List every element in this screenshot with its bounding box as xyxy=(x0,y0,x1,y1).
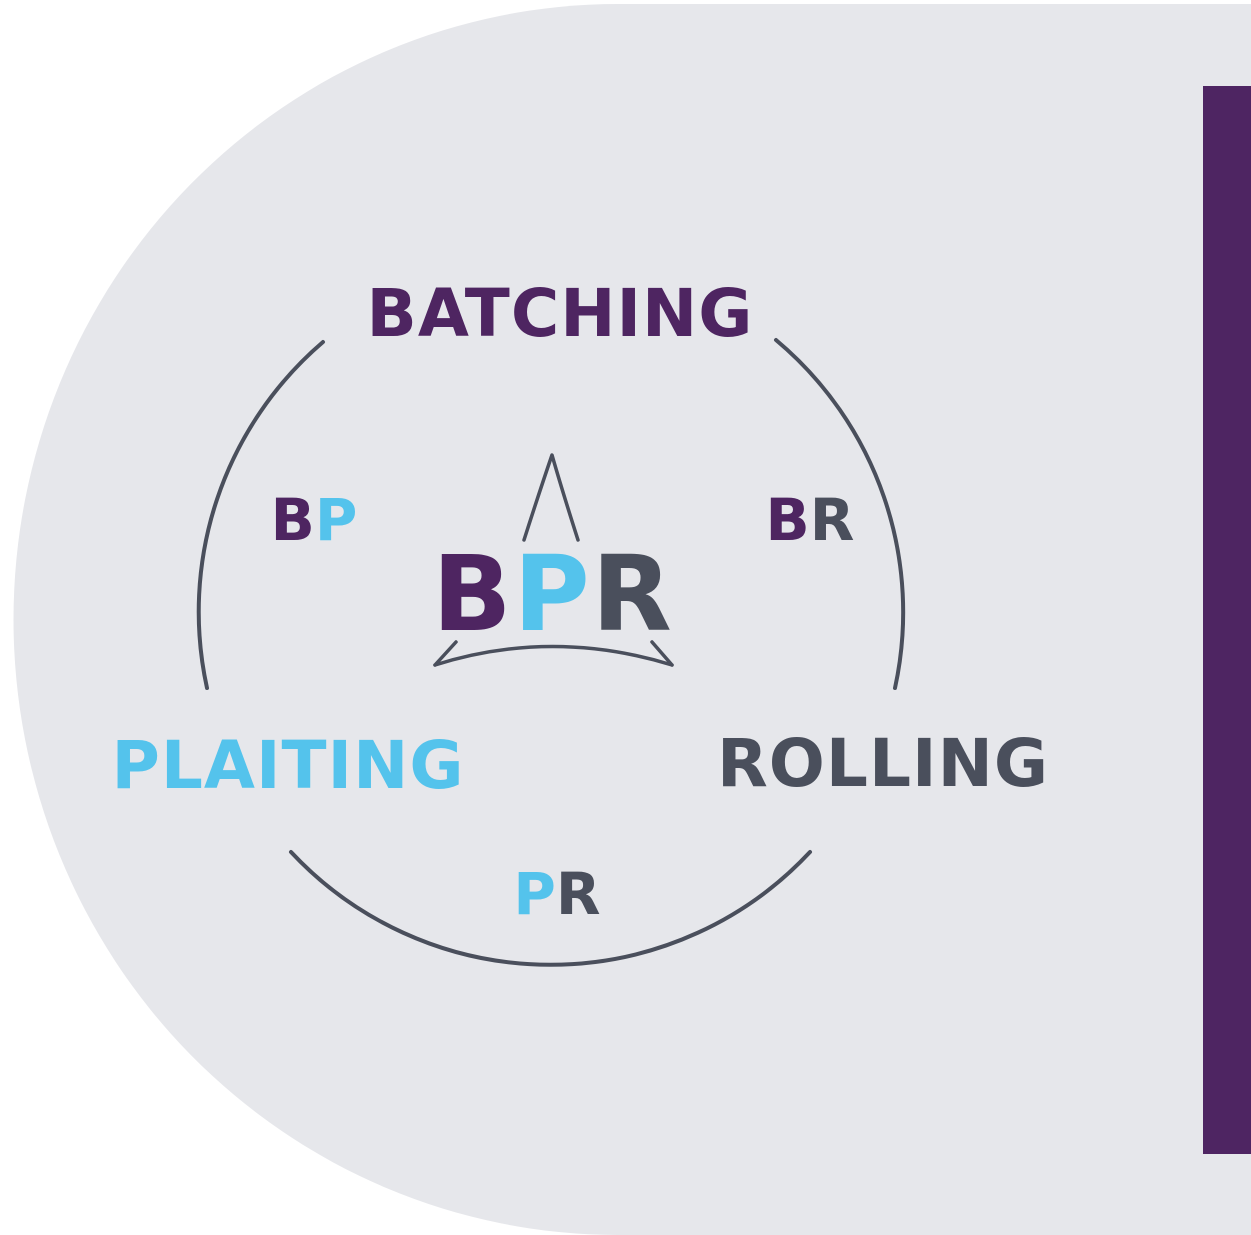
pair-label-pr: PR xyxy=(513,860,600,928)
pair-bp-second: P xyxy=(315,486,358,554)
process-ring xyxy=(196,338,906,967)
pair-br-second: R xyxy=(810,486,855,554)
pair-pr-first: P xyxy=(513,860,556,928)
pair-label-bp: BP xyxy=(271,486,358,554)
background-panel xyxy=(13,4,1251,1235)
pair-bp-first: B xyxy=(271,486,315,554)
tent-roof-icon xyxy=(433,453,674,667)
side-bar xyxy=(1203,86,1251,1154)
logo-text: BPR xyxy=(432,533,674,655)
logo-letter-p: P xyxy=(513,533,591,655)
stage-label-plaiting: PLAITING xyxy=(111,727,464,804)
pair-label-br: BR xyxy=(766,486,855,554)
ring-arc-batching-plaiting xyxy=(196,340,325,690)
pair-pr-second: R xyxy=(556,860,601,928)
logo-letter-b: B xyxy=(432,533,513,655)
stage-label-rolling: ROLLING xyxy=(717,725,1049,802)
bpr-logo: BPR xyxy=(432,453,674,667)
ring-arc-plaiting-rolling xyxy=(289,850,812,967)
pair-br-first: B xyxy=(766,486,810,554)
ring-arc-batching-rolling xyxy=(774,338,906,690)
stage-label-batching: BATCHING xyxy=(367,275,754,352)
logo-letter-r: R xyxy=(592,533,674,655)
